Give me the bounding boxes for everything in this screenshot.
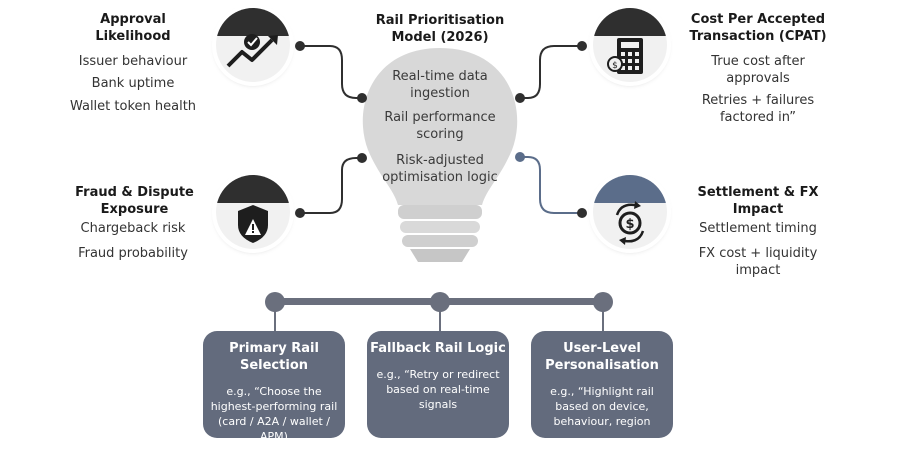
outcome-body: e.g., “Highlight rail based on device, b… <box>550 385 654 428</box>
connector-settlement <box>520 156 582 214</box>
calculator-icon: $ <box>593 8 667 82</box>
outcome-body: e.g., “Retry or redirect based on real-t… <box>376 368 500 411</box>
fraud-item-chargeback: Chargeback risk <box>80 221 186 236</box>
connector-node <box>357 93 367 103</box>
svg-text:$: $ <box>612 61 618 71</box>
connector-node <box>515 152 525 162</box>
bulb-glass <box>362 48 518 205</box>
bulb-base-ring-2 <box>400 221 480 233</box>
outcome-node <box>593 292 613 312</box>
svg-text:$: $ <box>625 217 634 232</box>
cpat-item-retries: Retries + failures factored in” <box>701 93 815 125</box>
approval-item-bank: Bank uptime <box>91 76 175 91</box>
connector-node <box>577 208 587 218</box>
outcome-card-primary: Primary Rail Selection e.g., “Choose the… <box>203 331 345 443</box>
bulb-line-ingestion: Real-time data ingestion <box>392 69 488 101</box>
connector-node <box>515 93 525 103</box>
currency-exchange-icon: $ <box>593 175 667 249</box>
trend-check-icon <box>216 8 290 82</box>
settlement-title: Settlement & FX Impact <box>697 185 819 217</box>
connector-cpat <box>520 45 582 99</box>
bulb-line-scoring: Rail performance scoring <box>384 110 496 142</box>
bulb-line-optimisation: Risk-adjusted optimisation logic <box>382 153 498 185</box>
settlement-item-fx: FX cost + liquidity impact <box>698 246 818 278</box>
outcome-card-personalisation: User-Level Personalisation e.g., “Highli… <box>531 331 673 438</box>
center-title: Rail Prioritisation Model (2026) <box>375 13 505 45</box>
bulb-base-ring-1 <box>398 205 482 219</box>
settlement-item-timing: Settlement timing <box>699 221 817 236</box>
connector-node <box>295 41 305 51</box>
fraud-title: Fraud & Dispute Exposure <box>75 185 194 217</box>
outcome-node <box>265 292 285 312</box>
connector-fraud <box>300 157 362 214</box>
connector-node <box>295 208 305 218</box>
outcome-body: e.g., “Choose the highest-performing rai… <box>210 385 338 443</box>
outcome-node <box>430 292 450 312</box>
cpat-item-true-cost: True cost after approvals <box>711 54 805 86</box>
bulb-base-ring-3 <box>402 235 478 247</box>
connector-node <box>357 153 367 163</box>
outcome-card-fallback: Fallback Rail Logic e.g., “Retry or redi… <box>367 331 509 438</box>
approval-item-wallet: Wallet token health <box>69 99 197 114</box>
bulb-base-tip <box>410 249 470 262</box>
outcome-title: Primary Rail Selection <box>229 341 319 373</box>
outcome-title: User-Level Personalisation <box>545 341 659 373</box>
connector-node <box>577 41 587 51</box>
outcome-title: Fallback Rail Logic <box>370 341 506 356</box>
shield-warning-icon <box>216 175 290 249</box>
cpat-title: Cost Per Accepted Transaction (CPAT) <box>689 12 827 44</box>
connector-approval <box>300 45 362 99</box>
fraud-item-probability: Fraud probability <box>78 246 188 261</box>
approval-title: Approval Likelihood <box>95 12 171 44</box>
approval-item-issuer: Issuer behaviour <box>78 54 188 69</box>
